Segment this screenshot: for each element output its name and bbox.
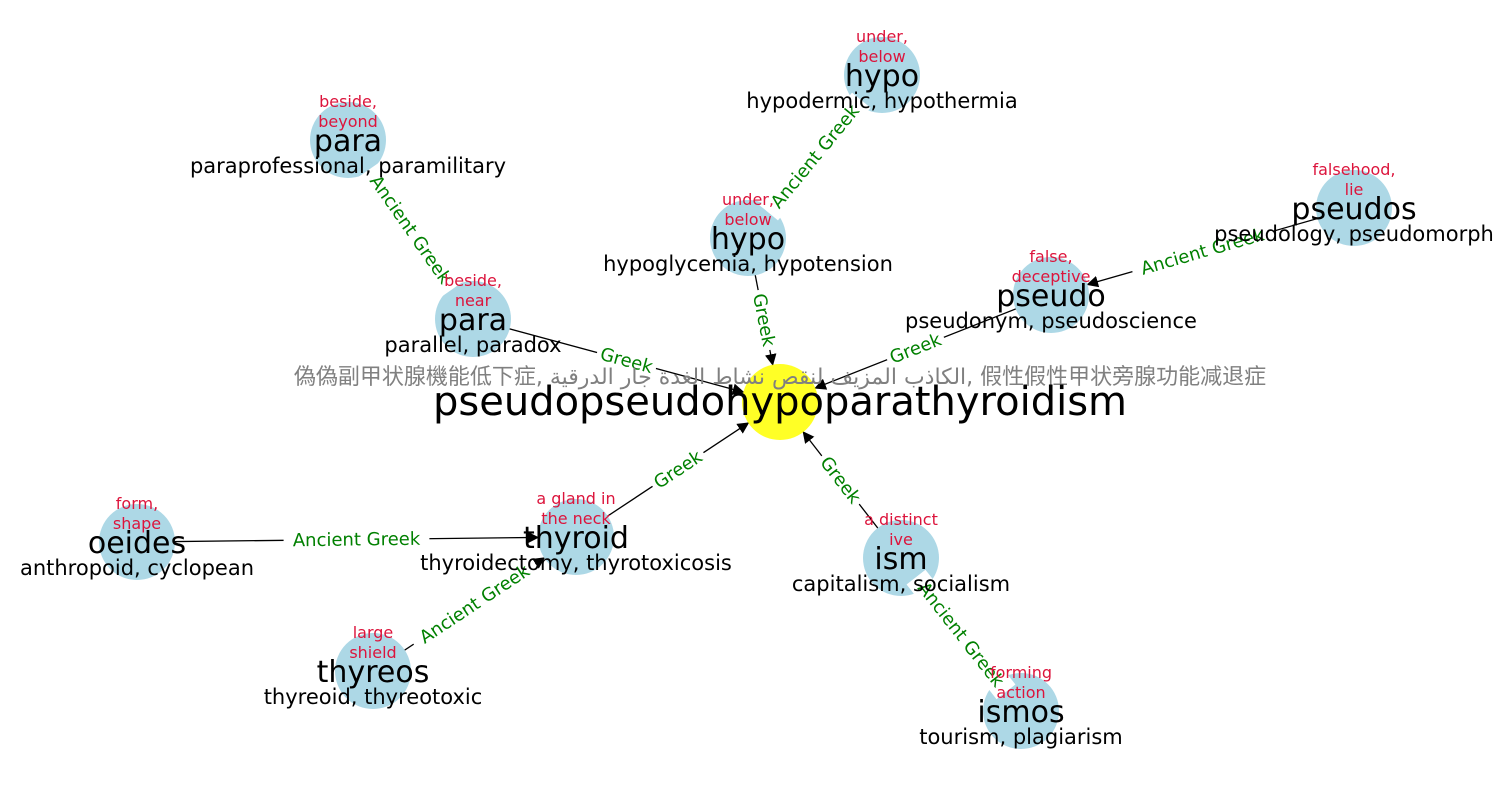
node-circle: [99, 504, 175, 580]
edge-label-backing: [1129, 219, 1276, 284]
node-meaning: forming: [990, 663, 1052, 682]
edge-label-backing: [882, 326, 949, 371]
node-meaning: beyond: [318, 112, 378, 131]
node-circle: [1013, 257, 1089, 333]
edge-label-group: Greek: [812, 448, 869, 512]
edge-label-backing: [746, 287, 782, 353]
node-examples: hypodermic, hypothermia: [746, 89, 1017, 113]
node-word: para: [439, 303, 507, 338]
node-para2: [310, 102, 386, 178]
node-circle: [710, 200, 786, 276]
node-meaning: beside,: [319, 92, 377, 111]
node-examples: pseudology, pseudomorph: [1214, 222, 1494, 246]
node-oeides: [99, 504, 175, 580]
edge-label-backing: [759, 92, 871, 221]
node-examples: tourism, plagiarism: [919, 725, 1123, 749]
edge-label: Ancient Greek: [365, 172, 455, 289]
edge-label-backing: [906, 569, 1016, 700]
node-examples: paraprofessional, paramilitary: [190, 154, 506, 178]
node-para: [435, 281, 511, 357]
node-word: pseudos: [1291, 192, 1416, 227]
node-meaning: under,: [856, 27, 908, 46]
edge-label-backing: [358, 162, 463, 297]
node-meaning: action: [996, 683, 1045, 702]
edge-label-backing: [283, 526, 430, 553]
node-word: ism: [874, 542, 927, 577]
node-meaning: shape: [113, 514, 161, 533]
node-word: pseudo: [996, 279, 1106, 314]
node-examples: hypoglycemia, hypotension: [603, 252, 893, 276]
node-circle: [844, 37, 920, 113]
node-word: oeides: [88, 526, 186, 561]
node-meaning: a gland in: [536, 489, 615, 508]
node-circle: [435, 281, 511, 357]
node-meaning: deceptive: [1012, 267, 1091, 286]
root-word: pseudopseudohypoparathyroidism: [433, 379, 1127, 425]
node-examples: thyreoid, thyreotoxic: [264, 685, 483, 709]
node-word: ismos: [977, 695, 1064, 730]
node-meaning: lie: [1345, 180, 1364, 199]
node-pseudo: [1013, 257, 1089, 333]
node-word: para: [314, 124, 382, 159]
root-node-circle: [742, 364, 818, 440]
node-meaning: the neck: [541, 509, 611, 528]
node-meaning: falsehood,: [1312, 160, 1395, 179]
node-meaning: below: [724, 210, 771, 229]
node-meaning: ive: [889, 530, 913, 549]
node-meaning: near: [455, 291, 492, 310]
edge-label-backing: [407, 553, 542, 655]
root-translations: 偽偽副甲状腺機能低下症, الكاذب المزيف لنقص نشاط الغ…: [294, 365, 1266, 390]
node-meaning: under,: [722, 190, 774, 209]
node-word: hypo: [845, 59, 919, 94]
node-meaning: large: [353, 623, 394, 642]
node-circle: [538, 499, 614, 575]
node-meaning: a distinct: [864, 510, 938, 529]
node-examples: capitalism, socialism: [792, 572, 1010, 596]
node-thyroid: [538, 499, 614, 575]
edge-label: Ancient Greek: [767, 100, 864, 212]
node-examples: anthropoid, cyclopean: [20, 556, 254, 580]
node-circle: [335, 633, 411, 709]
node-word: thyroid: [523, 521, 629, 556]
node-hypo: [710, 200, 786, 276]
node-pseudos: [1316, 170, 1392, 246]
node-thyreos: [335, 633, 411, 709]
edge-label-group: Greek: [645, 442, 711, 497]
nodes-layer: [99, 37, 1392, 749]
edge-label-group: Ancient Greek: [283, 526, 430, 553]
edge-label-backing: [593, 340, 660, 381]
edge-label-backing: [645, 442, 711, 497]
node-examples: parallel, paradox: [384, 333, 561, 357]
node-meaning: shield: [349, 643, 396, 662]
node-meaning: form,: [116, 494, 158, 513]
edge-label: Greek: [887, 329, 945, 368]
node-hypo2: [844, 37, 920, 113]
node-meaning: false,: [1029, 247, 1072, 266]
edge-label-backing: [812, 448, 869, 512]
node-examples: thyroidectomy, thyrotoxicosis: [420, 551, 732, 575]
node-examples: pseudonym, pseudoscience: [905, 309, 1197, 333]
node-word: thyreos: [317, 655, 430, 690]
edge-label: Ancient Greek: [293, 529, 421, 551]
node-word: hypo: [711, 222, 785, 257]
edge-label-group: Greek: [746, 287, 782, 353]
node-meaning: below: [858, 47, 905, 66]
node-meaning: beside,: [444, 271, 502, 290]
node-circle: [310, 102, 386, 178]
node-circle: [1316, 170, 1392, 246]
